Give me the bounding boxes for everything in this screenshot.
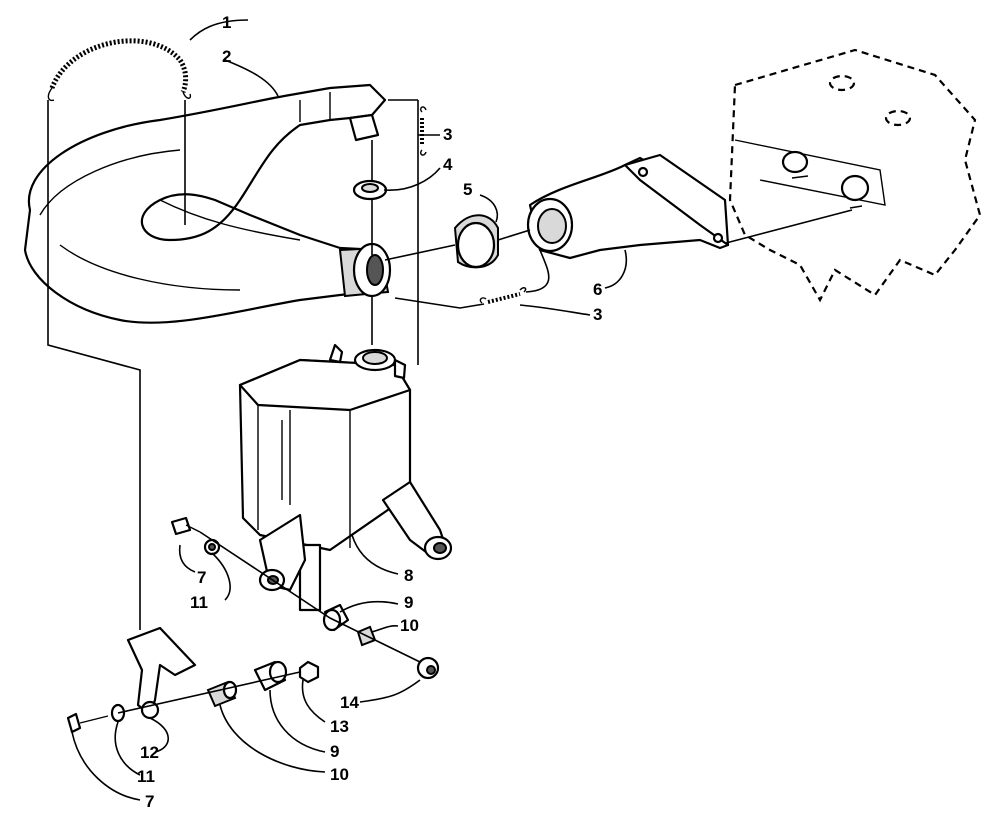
callout-6: 6 bbox=[593, 280, 602, 299]
callout-14: 14 bbox=[340, 693, 359, 712]
callout-5: 5 bbox=[463, 180, 472, 199]
bolt bbox=[170, 516, 201, 536]
callout-10-lower: 10 bbox=[330, 765, 349, 784]
callout-9-upper: 9 bbox=[404, 593, 413, 612]
silencer-box bbox=[238, 343, 453, 612]
gasket-ring bbox=[352, 179, 388, 201]
callout-4: 4 bbox=[443, 155, 453, 174]
callout-8: 8 bbox=[404, 566, 413, 585]
callout-13: 13 bbox=[330, 717, 349, 736]
exhaust-pipe bbox=[23, 83, 392, 324]
spring bbox=[419, 106, 527, 304]
callout-labels: 1 2 3 4 5 6 3 7 11 8 9 10 14 13 9 10 12 … bbox=[137, 13, 602, 811]
callout-3-lower: 3 bbox=[593, 305, 602, 324]
seal-ring bbox=[453, 214, 499, 269]
callout-12: 12 bbox=[140, 743, 159, 762]
nut bbox=[298, 660, 320, 684]
washer bbox=[203, 538, 221, 556]
engine-block-outline bbox=[728, 48, 982, 303]
callout-9-lower: 9 bbox=[330, 742, 339, 761]
bushing bbox=[253, 660, 288, 692]
callout-11-lower: 11 bbox=[137, 767, 155, 786]
callout-7-upper: 7 bbox=[197, 568, 206, 587]
callout-2: 2 bbox=[222, 47, 231, 66]
mounting-bracket bbox=[126, 626, 197, 720]
leader-lines bbox=[47, 19, 853, 801]
exhaust-manifold bbox=[526, 153, 730, 260]
callout-7-lower: 7 bbox=[145, 792, 154, 811]
bolt bbox=[66, 712, 109, 734]
nut bbox=[416, 656, 440, 680]
callout-3-upper: 3 bbox=[443, 125, 452, 144]
callout-10-upper: 10 bbox=[400, 616, 419, 635]
callout-11-upper: 11 bbox=[190, 593, 208, 612]
spring-clip bbox=[47, 38, 192, 102]
callout-1: 1 bbox=[222, 13, 231, 32]
sleeve bbox=[206, 680, 238, 708]
